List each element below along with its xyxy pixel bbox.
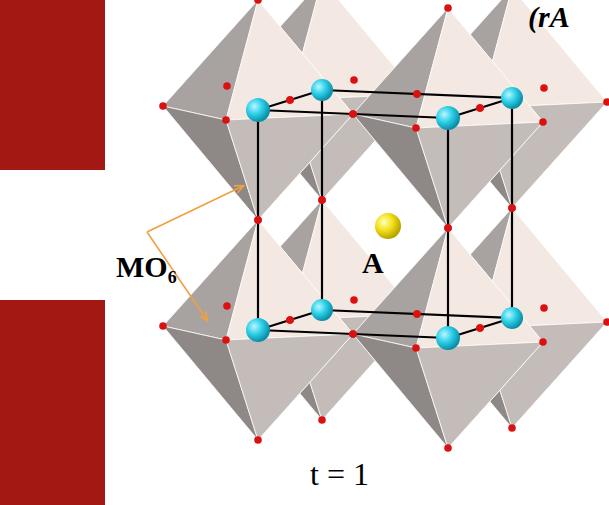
oxygen-atom — [476, 104, 484, 112]
polyhedron-label: MO₆ — [116, 250, 177, 284]
oxygen-atom — [286, 96, 294, 104]
oxygen-atom — [539, 338, 547, 346]
oxygen-atom — [539, 118, 547, 126]
oxygen-atom — [413, 310, 421, 318]
octahedron-face — [416, 8, 543, 128]
oxygen-atom — [254, 216, 262, 224]
oxygen-atom — [286, 316, 294, 324]
tolerance-factor: t = 1 — [310, 456, 369, 493]
octahedron-face — [226, 0, 353, 120]
octahedron-face — [416, 342, 543, 448]
oxygen-atom — [254, 0, 262, 4]
oxygen-atom — [223, 82, 231, 90]
oxygen-atom — [540, 304, 548, 312]
oxygen-atom — [159, 322, 167, 330]
site-label: A — [362, 246, 384, 280]
oxygen-atom — [444, 4, 452, 12]
oxygen-atom — [508, 424, 516, 432]
oxygen-atom — [286, 96, 294, 104]
oxygen-atom — [254, 216, 262, 224]
oxygen-atom — [349, 330, 357, 338]
oxygen-atom — [508, 204, 516, 212]
oxygen-atom — [222, 116, 230, 124]
oxygen-atom — [603, 98, 609, 106]
oxygen-atom — [508, 204, 516, 212]
side-band — [0, 300, 105, 505]
atoms — [159, 0, 609, 452]
oxygen-atom — [603, 318, 609, 326]
leader-arrow — [147, 186, 243, 232]
oxygen-atom — [318, 196, 326, 204]
oxygen-atom — [476, 324, 484, 332]
oxygen-atom — [350, 76, 358, 84]
oxygen-atom — [444, 224, 452, 232]
oxygen-atom — [413, 90, 421, 98]
octahedron-face — [226, 114, 353, 220]
octahedron-face — [416, 228, 543, 348]
oxygen-atom — [413, 310, 421, 318]
cell-edge — [258, 110, 448, 118]
unit-cell — [258, 90, 512, 338]
oxygen-atom — [223, 302, 231, 310]
m-atom — [436, 106, 460, 130]
oxygen-atom — [254, 436, 262, 444]
oxygen-atom — [444, 444, 452, 452]
oxygen-atom — [412, 344, 420, 352]
cell-edge — [258, 330, 448, 338]
octahedron-face — [226, 220, 353, 340]
cell-edge — [322, 310, 512, 318]
oxygen-atom — [349, 330, 357, 338]
oxygen-atom — [413, 90, 421, 98]
m-atom — [246, 318, 270, 342]
oxygen-atom — [286, 316, 294, 324]
oxygen-atom — [222, 336, 230, 344]
m-atom — [311, 79, 333, 101]
oxygen-atom — [476, 324, 484, 332]
oxygen-atom — [540, 84, 548, 92]
m-atom — [246, 98, 270, 122]
oxygen-atom — [318, 416, 326, 424]
cell-edge — [322, 90, 512, 98]
m-atom — [311, 299, 333, 321]
m-atom — [436, 326, 460, 350]
m-atom — [501, 87, 523, 109]
oxygen-atom — [318, 196, 326, 204]
a-atom — [375, 213, 401, 239]
oxygen-atom — [412, 124, 420, 132]
formula-fragment: (rA — [528, 0, 570, 34]
oxygen-atom — [349, 110, 357, 118]
oxygen-atom — [159, 102, 167, 110]
side-band — [0, 0, 105, 170]
oxygen-atom — [444, 224, 452, 232]
octahedron-face — [226, 334, 353, 440]
octahedra — [163, 0, 607, 448]
oxygen-atom — [350, 296, 358, 304]
oxygen-atom — [349, 110, 357, 118]
octahedron-face — [416, 122, 543, 228]
oxygen-atom — [476, 104, 484, 112]
m-atom — [501, 307, 523, 329]
